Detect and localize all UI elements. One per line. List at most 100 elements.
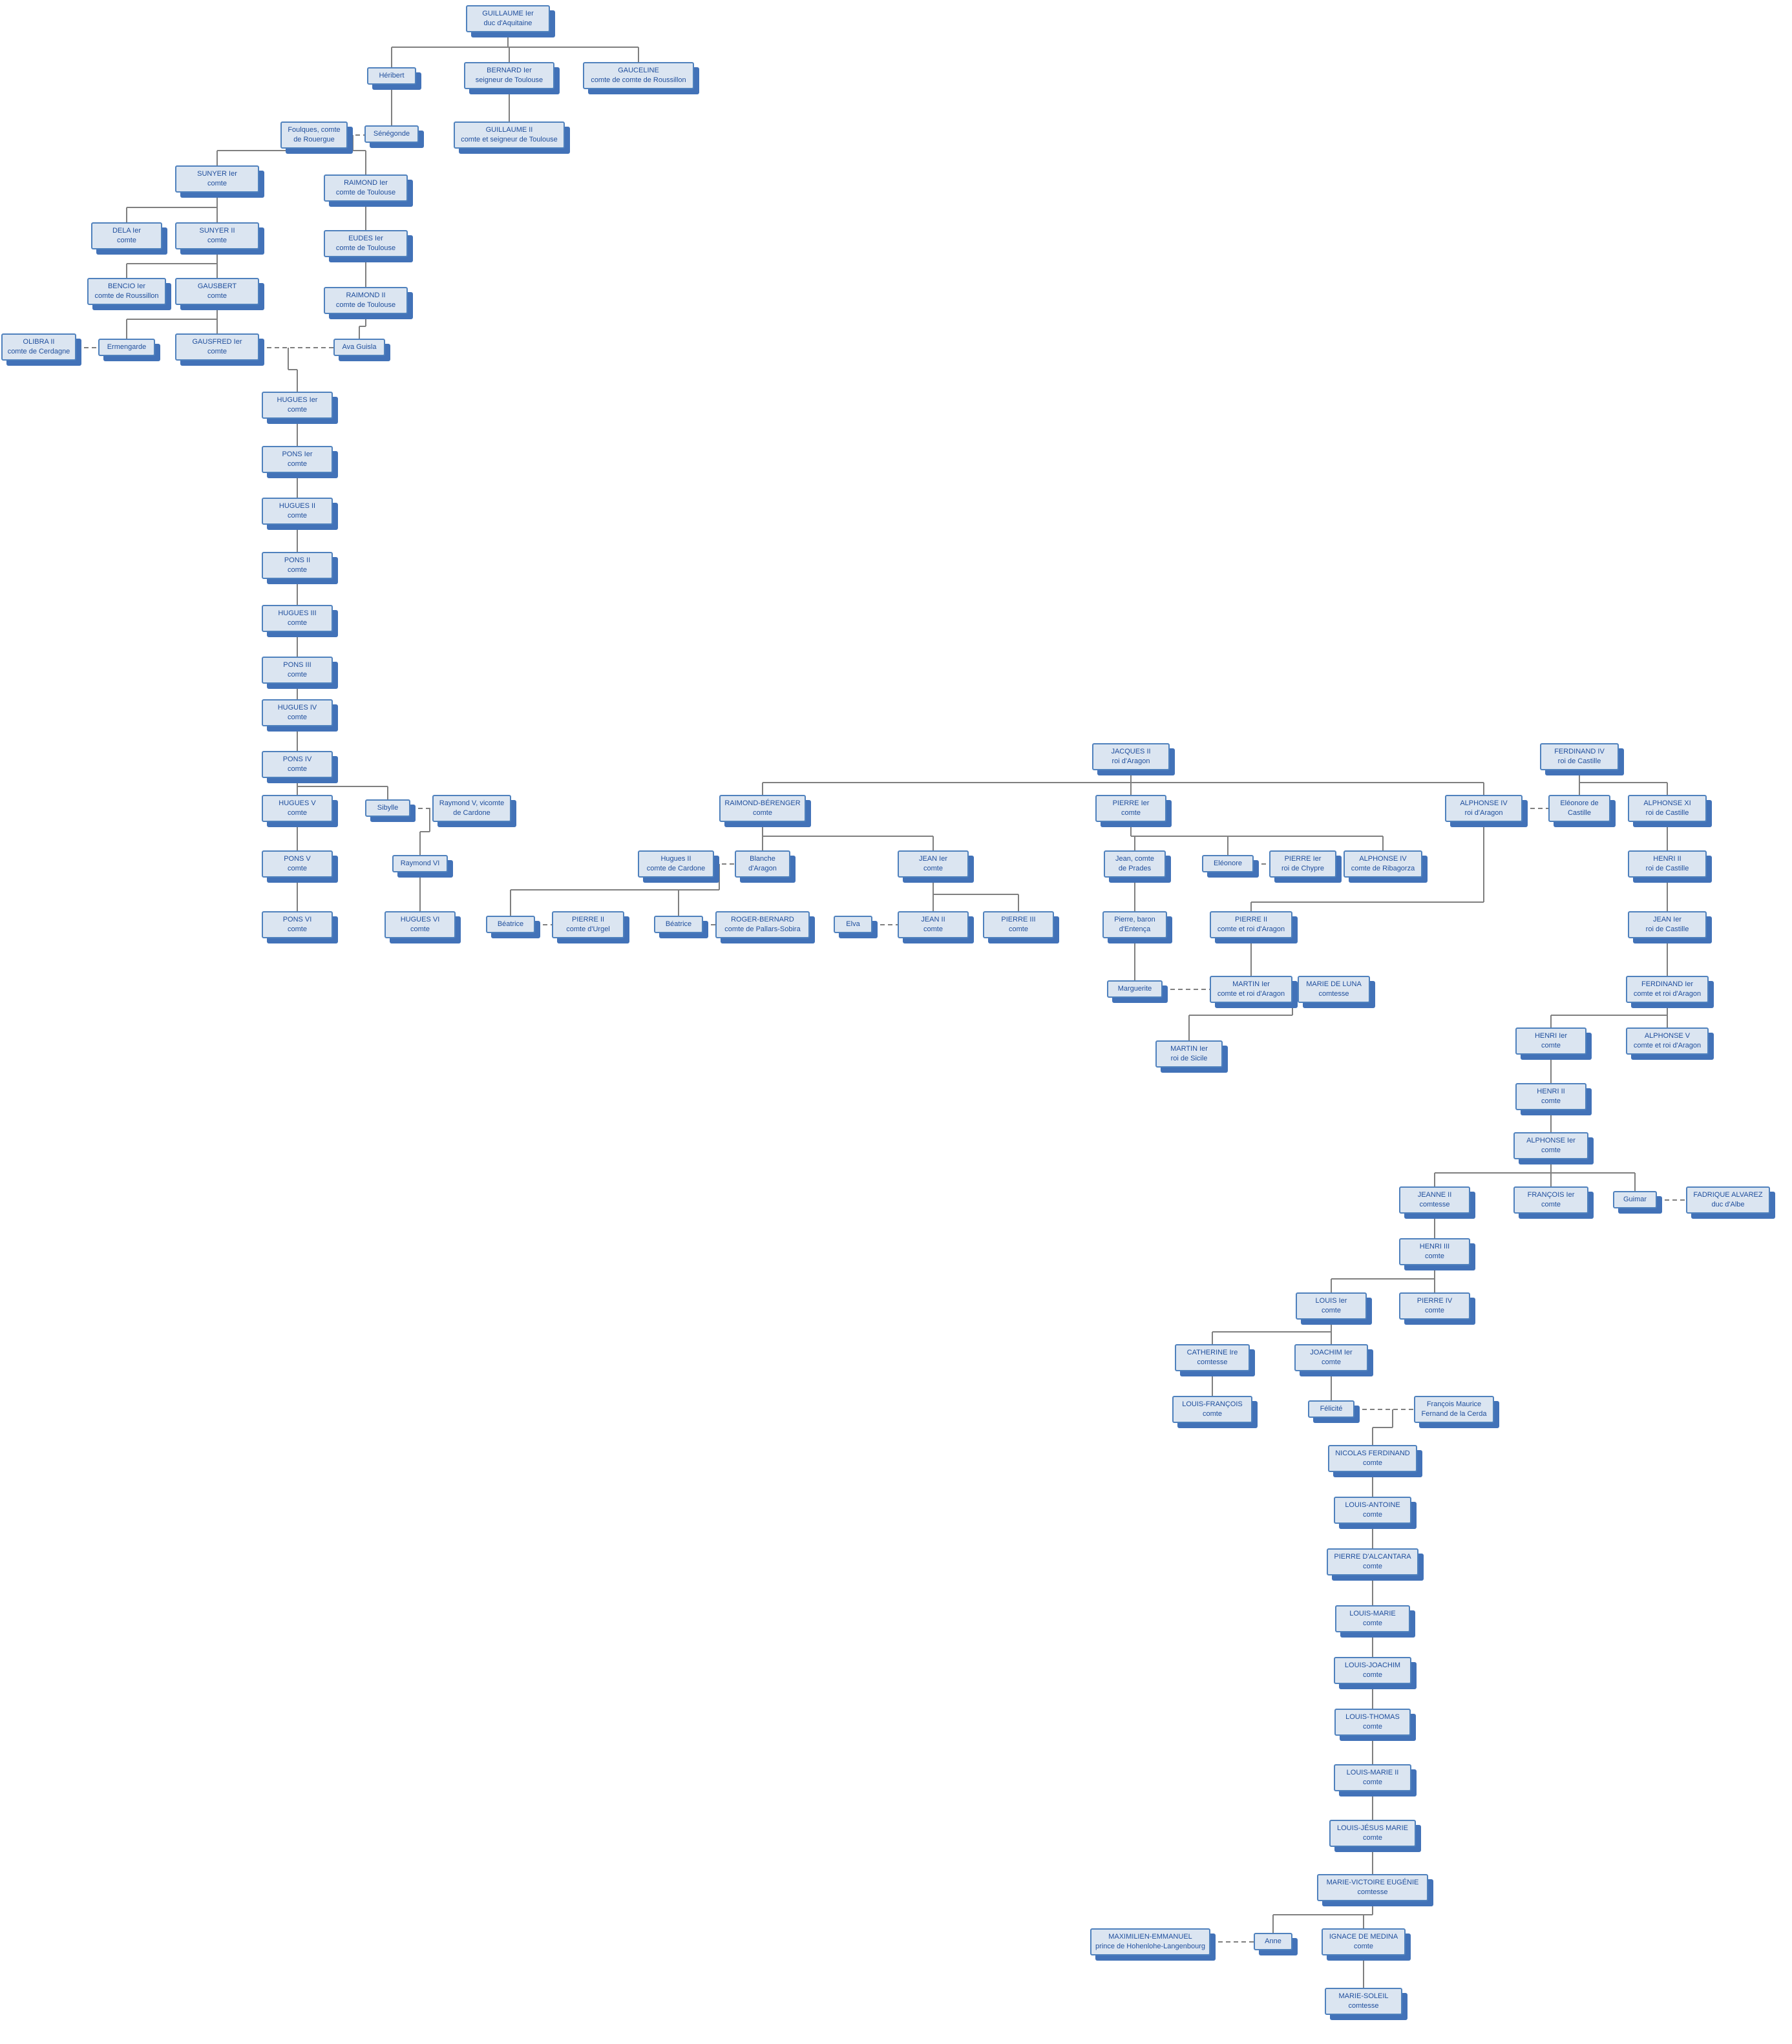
person-name: Félicité — [1320, 1405, 1343, 1413]
person-title: comte — [288, 406, 307, 414]
person-name: JACQUES II — [1111, 748, 1151, 755]
person-node-beatrice2: Béatrice — [654, 916, 703, 933]
person-title: comte — [1121, 809, 1141, 817]
person-name: OLIBRA II — [23, 338, 55, 346]
person-name: Pierre, baron — [1114, 916, 1155, 923]
person-name: PIERRE III — [1001, 916, 1036, 923]
person-title: comte — [288, 809, 307, 817]
descent-lines — [126, 32, 1668, 1988]
person-title: comte — [1541, 1042, 1561, 1049]
person-node-raimond1: RAIMOND Ier comte de Toulouse — [324, 174, 408, 202]
person-name: Blanche — [750, 855, 775, 863]
person-name: FRANÇOIS Ier — [1527, 1191, 1575, 1199]
person-name: HUGUES V — [279, 799, 316, 807]
person-title: comte et roi d'Aragon — [1217, 925, 1285, 933]
person-name: Eléonore — [1213, 859, 1243, 867]
person-title: comte — [288, 925, 307, 933]
person-node-felicite: Félicité — [1308, 1400, 1355, 1418]
person-name: HUGUES II — [279, 502, 316, 510]
person-title: Castille — [1567, 809, 1592, 817]
person-name: MARIE-SOLEIL — [1338, 1992, 1389, 2000]
person-name: Raymond VI — [400, 859, 440, 867]
person-title: roi d'Aragon — [1112, 757, 1150, 765]
person-name: GAUCELINE — [618, 67, 659, 74]
person-name: RAIMOND Ier — [344, 179, 388, 187]
person-title: comte — [1541, 1201, 1561, 1208]
person-name: HENRI III — [1419, 1243, 1450, 1250]
person-title: comte de Cerdagne — [7, 348, 70, 355]
person-node-elva: Elva — [834, 916, 872, 933]
person-node-heribert: Héribert — [367, 67, 416, 85]
person-title: comtesse — [1357, 1888, 1388, 1896]
person-title: comte et roi d'Aragon — [1633, 990, 1702, 998]
person-name: HUGUES Ier — [277, 396, 318, 404]
person-node-pons5: PONS V comte — [262, 850, 333, 878]
person-name: RAIMOND II — [346, 291, 386, 299]
person-title: comte et roi d'Aragon — [1633, 1042, 1702, 1049]
person-name: BERNARD Ier — [487, 67, 532, 74]
person-title: comte et seigneur de Toulouse — [461, 136, 558, 143]
person-title: comte — [1425, 1252, 1444, 1260]
person-title: comte — [288, 865, 307, 872]
person-name: Héribert — [379, 72, 405, 79]
person-name: LOUIS-FRANÇOIS — [1182, 1400, 1243, 1408]
person-title: comte — [753, 809, 772, 817]
person-title: comte — [923, 925, 943, 933]
person-title: comte — [117, 237, 136, 244]
person-node-beatrice1: Béatrice — [486, 916, 535, 933]
person-title: comte de Toulouse — [335, 301, 396, 309]
person-name: Ermengarde — [107, 343, 147, 351]
person-name: Foulques, comte — [288, 126, 341, 134]
person-title: comtesse — [1318, 990, 1349, 998]
person-name: HENRI Ier — [1534, 1032, 1568, 1040]
person-name: PONS Ier — [282, 450, 313, 458]
person-name: PONS II — [284, 556, 311, 564]
person-name: LOUIS-JÉSUS MARIE — [1336, 1824, 1409, 1832]
person-name: MARIE-VICTOIRE EUGÉNIE — [1326, 1879, 1419, 1886]
person-title: de Prades — [1118, 865, 1152, 872]
person-title: comte — [1363, 1778, 1382, 1786]
person-name: PONS VI — [282, 916, 312, 923]
person-title: comte — [1425, 1307, 1444, 1314]
person-name: ALPHONSE IV — [1359, 855, 1407, 863]
person-title: comte — [1363, 1459, 1382, 1467]
person-name: HENRI II — [1653, 855, 1681, 863]
person-name: PIERRE IV — [1417, 1297, 1453, 1305]
person-node-henri1: HENRI Ier comte — [1515, 1027, 1586, 1055]
person-name: ALPHONSE V — [1644, 1032, 1691, 1040]
person-title: de Rouergue — [293, 136, 335, 143]
person-name: Eléonore de — [1560, 799, 1599, 807]
person-node-avaguisla: Ava Guisla — [333, 339, 385, 356]
person-title: comte — [1363, 1563, 1382, 1570]
person-title: comtesse — [1348, 2002, 1379, 2010]
person-name: PONS V — [284, 855, 311, 863]
person-name: Sibylle — [377, 804, 399, 812]
person-name: HUGUES III — [278, 609, 317, 617]
person-node-alphonse5: ALPHONSE V comte et roi d'Aragon — [1626, 1027, 1709, 1055]
person-node-marguerite: Marguerite — [1107, 980, 1163, 998]
person-title: comte — [410, 925, 430, 933]
person-name: DELA Ier — [112, 227, 142, 235]
person-title: comte de Toulouse — [335, 189, 396, 196]
person-title: comte — [1363, 1671, 1382, 1679]
person-name: MARTIN Ier — [1232, 980, 1270, 988]
